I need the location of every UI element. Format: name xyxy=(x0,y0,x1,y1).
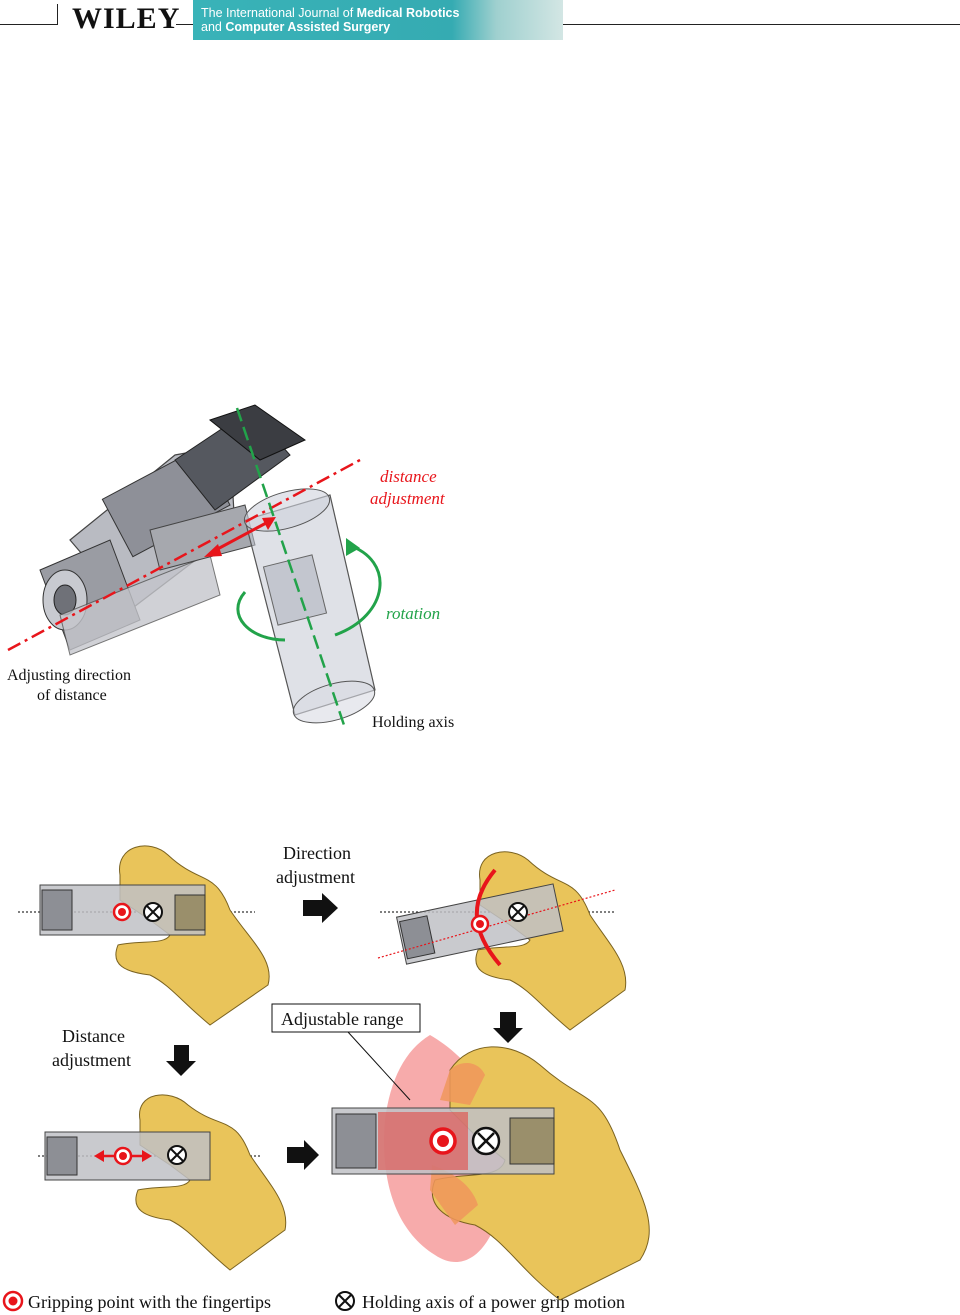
hand-panel-4 xyxy=(331,1035,650,1301)
arrow-down-right xyxy=(493,1012,523,1043)
header-rule-right xyxy=(563,24,960,25)
header-tick xyxy=(57,4,58,25)
page-header: WILEY The International Journal of Medic… xyxy=(0,0,960,42)
distance-axis-line xyxy=(7,458,361,652)
adjustable-range-label: Adjustable range xyxy=(281,1009,403,1029)
adjustable-range-box xyxy=(271,1003,421,1033)
distance-adj-label-line1: Distance xyxy=(62,1026,125,1046)
legend-gripping-text: Gripping point with the fingertips xyxy=(28,1292,271,1312)
legend-holding-text: Holding axis of a power grip motion xyxy=(362,1292,625,1312)
header-rule-left xyxy=(0,24,58,25)
holding-axis-line xyxy=(235,407,347,729)
journal-banner: The International Journal of Medical Rob… xyxy=(193,0,563,40)
direction-label-line1: Direction xyxy=(283,843,351,863)
arrow-down-left xyxy=(166,1045,196,1076)
publisher-logo: WILEY xyxy=(72,2,181,35)
adjustable-range-leader xyxy=(347,1031,411,1101)
rotation-label: rotation xyxy=(386,604,440,623)
header-rule-mid xyxy=(176,24,194,25)
hand-panel-2 xyxy=(377,851,627,1031)
hand-panel-1 xyxy=(18,845,270,1026)
distance-adj-label-line2: adjustment xyxy=(52,1050,131,1070)
holding-cylinder xyxy=(243,488,376,724)
legend: Gripping point with the fingertips Holdi… xyxy=(2,1290,625,1312)
holding-axis-label: Holding axis xyxy=(372,714,454,731)
adjusting-label-line1: Adjusting direction xyxy=(7,667,131,684)
motor-assembly xyxy=(39,404,307,656)
arrow-right-1 xyxy=(303,893,338,923)
distance-label-line1: distance xyxy=(380,467,437,486)
journal-title: The International Journal of Medical Rob… xyxy=(201,6,460,34)
direction-label-line2: adjustment xyxy=(276,867,355,887)
arrow-right-2 xyxy=(287,1140,319,1170)
distance-arrow xyxy=(204,517,276,557)
distance-label-line2: adjustment xyxy=(370,489,446,508)
top-figure: distance adjustment rotation Adjusting d… xyxy=(7,404,454,731)
hand-panel-3 xyxy=(38,1094,287,1271)
rotation-arrow xyxy=(236,538,382,642)
adjusting-label-line2: of distance xyxy=(37,687,107,704)
